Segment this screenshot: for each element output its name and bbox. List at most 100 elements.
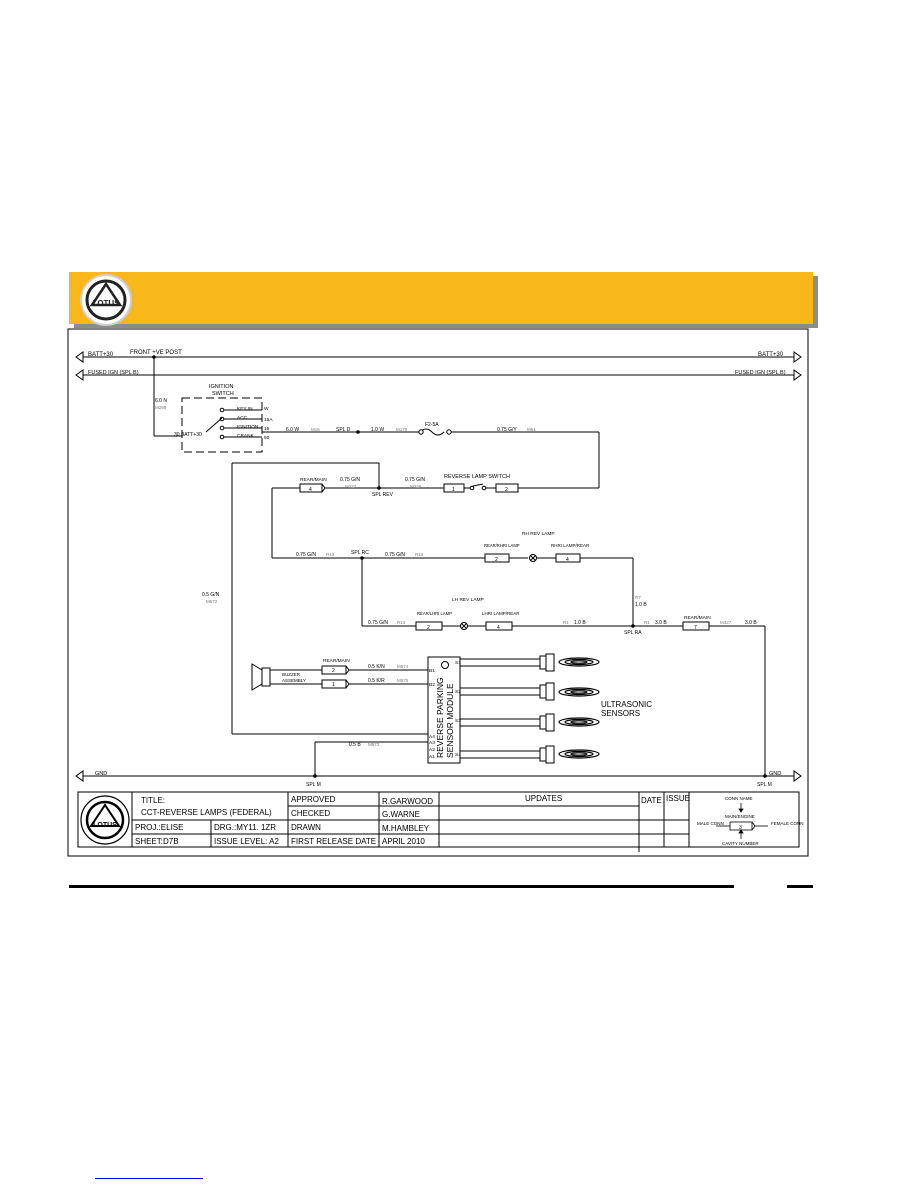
spl-ra-label: SPL RA — [624, 630, 642, 636]
approved-by: R.GARWOOD — [382, 797, 433, 806]
w10-size: 3.0 B — [745, 620, 757, 626]
buzzer-label-2: ASSEMBLY — [282, 678, 306, 683]
ignition-wire-size: 6.0 N — [155, 398, 167, 404]
w1-ref: M16 — [311, 427, 320, 432]
w5-size: 0.75 G/N — [405, 477, 425, 483]
approved-label: APPROVED — [291, 795, 336, 804]
spl-m-left-label: SPL M — [306, 782, 321, 788]
w1-size: 6.0 W — [286, 427, 299, 433]
ign-pin-3: 50 — [264, 435, 270, 441]
w7-size: 0.75 G/N — [385, 552, 405, 558]
rh-lamp-conn-cav: 2 — [495, 557, 498, 563]
sensors-label-1: ULTRASONIC — [601, 700, 652, 709]
ign-pos-2: IGNITION — [237, 424, 259, 430]
batt-right-label: BATT+30 — [758, 352, 784, 358]
module-pin-s3: S3 — [455, 718, 461, 724]
w8-ref: R14 — [397, 620, 406, 625]
rev-switch-pin1: 1 — [452, 487, 455, 493]
spl-d-label: SPL D — [336, 427, 351, 433]
ultrasonic-sensor-4 — [558, 749, 600, 759]
spl-rev-splice — [377, 486, 381, 490]
buzzer-wa-ref: M574 — [397, 664, 409, 669]
w8-size: 0.75 G/N — [368, 620, 388, 626]
bottom-link-underline[interactable] — [95, 1178, 203, 1179]
legend-male: MALE CONN — [697, 821, 724, 826]
rear-main-2-cav: 7 — [694, 625, 697, 631]
ign-pos-0: KEY IN — [237, 406, 253, 412]
buzzer-cav-a: 2 — [332, 668, 335, 674]
diagram-frame — [67, 328, 809, 857]
module-gnd-wire-ref: M573 — [368, 742, 380, 747]
spl-m-right-label: SPL M — [757, 782, 772, 788]
w2-size: 1.0 W — [371, 427, 384, 433]
module-pin-a3: A3 — [429, 740, 435, 746]
ignition-title-2: SWITCH — [212, 391, 234, 397]
sheet-label: SHEET:D7B — [135, 837, 179, 846]
drg-label: DRG.:MY11. 1ZR — [214, 823, 276, 832]
module-label-1: REVERSE PARKING — [435, 677, 445, 758]
buzzer-wb-size: 0.5 K/R — [368, 678, 385, 684]
connector-legend — [716, 803, 768, 839]
title-block — [77, 791, 800, 852]
parking-sensor-module — [314, 656, 461, 776]
module-pin-s1: S1 — [455, 660, 461, 666]
header-banner — [69, 272, 813, 324]
buzzer-assembly — [251, 663, 428, 691]
rh-lamp-row — [484, 553, 634, 626]
w7-ref: R10 — [415, 552, 424, 557]
r7-ref: R7 — [635, 595, 641, 600]
lotus-logo-title-block: LOTUS — [80, 795, 130, 845]
lhri-lamp-rear: LHRI LAMP/REAR — [482, 611, 520, 616]
w3-size: 0.75 G/Y — [497, 427, 517, 433]
r1-ref: R1 — [563, 620, 569, 625]
buzzer-cav-b: 1 — [332, 682, 335, 688]
reverse-switch-row — [231, 462, 519, 735]
fuse-label: F2-5A — [425, 422, 439, 428]
fused-right-label: FUSED IGN (SPL B) — [735, 370, 786, 376]
rev-switch-pin2: 2 — [505, 487, 508, 493]
buzzer-conn: REAR/MAIN — [323, 658, 350, 664]
checked-by: G.WARNE — [382, 810, 420, 819]
module-pin-a4: A4 — [429, 734, 435, 740]
batt-left-label: BATT+30 — [88, 352, 114, 358]
proj-label: PROJ.:ELISE — [135, 823, 183, 832]
r1-size: 1.0 B — [574, 620, 586, 626]
legend-conn-name: CONN NAME — [725, 796, 753, 801]
footer-rule-long — [69, 885, 734, 888]
ign-pin-2: 15 — [264, 426, 270, 432]
legend-cavity-example: 3 — [739, 825, 742, 831]
w4-ref: M327 — [345, 484, 357, 489]
spl-rc-label: SPL RC — [351, 550, 369, 556]
sensors-label-2: SENSORS — [601, 709, 640, 718]
issue-header: ISSUE — [666, 794, 690, 803]
rear-main-1: REAR/MAIN — [300, 477, 327, 483]
front-post-label: FRONT +VE POST — [130, 350, 182, 356]
ultrasonic-sensor-3 — [558, 717, 600, 727]
lh-lamp-conn: REAR/LHRI LAMP — [417, 611, 452, 616]
module-pin-a1: A1 — [429, 754, 435, 760]
r1b-ref: R1 — [644, 620, 650, 625]
legend-conn-example: MAIN/ENGINE — [725, 814, 755, 819]
buzzer-label-1: BUZZER — [282, 672, 301, 677]
ignition-feed-wire — [262, 428, 600, 489]
drawing-title: CCT-REVERSE LAMPS (FEDERAL) — [141, 808, 272, 817]
gnd-rail — [75, 770, 802, 782]
ignition-batt-pin: 30 BATT+30 — [174, 432, 202, 438]
issue-level-label: ISSUE LEVEL: A2 — [214, 837, 279, 846]
w-left-ref: M572 — [206, 599, 218, 604]
footer-rule-short — [787, 885, 813, 888]
buzzer-wb-ref: M575 — [397, 678, 409, 683]
lh-lamp-row — [361, 558, 766, 776]
spl-d-splice — [356, 430, 360, 434]
first-release-label: FIRST RELEASE DATE — [291, 837, 376, 846]
drawn-label: DRAWN — [291, 823, 321, 832]
rear-main-2: REAR/MAIN — [684, 615, 711, 621]
date-header: DATE — [641, 796, 662, 805]
ign-pin-0: W — [264, 406, 269, 412]
rh-rev-lamp: RH REV LAMP — [522, 531, 555, 537]
w6-ref: R13 — [326, 552, 335, 557]
legend-female: FEMALE CONN — [771, 821, 804, 826]
first-release-date: APRIL 2010 — [382, 837, 425, 846]
ign-pos-1: ACC — [237, 415, 248, 421]
module-pin-b2: B2 — [429, 682, 435, 688]
